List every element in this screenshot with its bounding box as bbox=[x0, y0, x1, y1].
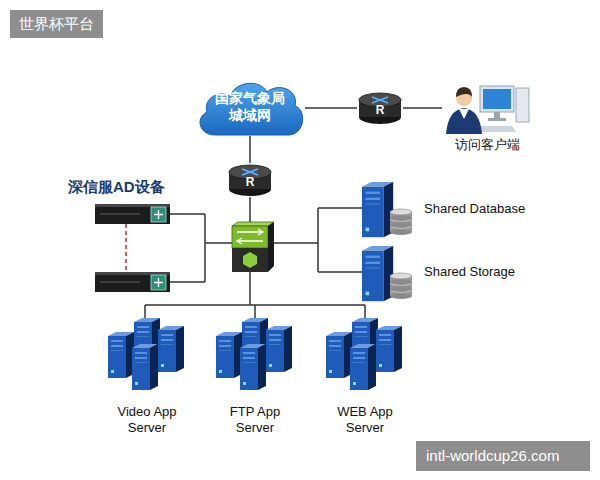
server-cluster bbox=[92, 318, 202, 398]
server-tower bbox=[266, 326, 292, 372]
wire bbox=[318, 271, 362, 273]
storage-icon bbox=[362, 182, 422, 240]
node-text: Shared Storage bbox=[424, 264, 540, 280]
switch-top bbox=[232, 222, 274, 226]
client-icon bbox=[442, 80, 532, 136]
node-text: Shared Database bbox=[424, 201, 540, 217]
cloud-outline bbox=[200, 83, 303, 135]
server-tower bbox=[362, 182, 393, 237]
server-tower bbox=[240, 344, 266, 390]
switch-front bbox=[232, 226, 268, 248]
node-text: 国家气象局 城域网 bbox=[212, 90, 288, 124]
watermark: 世界杯平台 bbox=[10, 10, 103, 38]
node-text: WEB App Server bbox=[325, 404, 405, 436]
disk-stack bbox=[390, 273, 412, 299]
server-tower bbox=[326, 332, 352, 378]
wire bbox=[204, 214, 206, 282]
node-text: R bbox=[357, 103, 403, 117]
node-text: Video App Server bbox=[107, 404, 187, 436]
server-cluster-node: FTP App Server bbox=[200, 318, 310, 440]
wire bbox=[170, 213, 205, 215]
ad-device bbox=[95, 204, 170, 224]
wire bbox=[268, 242, 318, 244]
server-tower bbox=[108, 332, 134, 378]
watermark: intl-worldcup26.com bbox=[416, 441, 590, 471]
server-tower bbox=[350, 344, 376, 390]
switch-symbol bbox=[232, 222, 274, 272]
server-cluster-node: WEB App Server bbox=[310, 318, 420, 440]
wire-group bbox=[145, 197, 365, 325]
disk-stack bbox=[390, 209, 412, 235]
wire bbox=[170, 281, 205, 283]
switch-side bbox=[268, 222, 274, 272]
wire bbox=[249, 272, 251, 305]
server-cluster-node: Video App Server bbox=[92, 318, 202, 440]
node-text: 深信服AD设备 bbox=[68, 178, 198, 196]
router-node: R bbox=[357, 91, 403, 125]
database-node: Shared Database bbox=[362, 182, 542, 240]
switch-base bbox=[232, 248, 268, 272]
node-text: R bbox=[227, 175, 273, 189]
ad-devices bbox=[68, 176, 198, 304]
network-link bbox=[403, 107, 442, 109]
server-tower bbox=[362, 246, 393, 301]
wire bbox=[318, 207, 362, 209]
client-node: 访问客户端 bbox=[442, 80, 532, 154]
network-link bbox=[305, 107, 357, 109]
server-tower bbox=[376, 326, 402, 372]
network-link bbox=[249, 136, 251, 163]
router-node: R bbox=[227, 163, 273, 197]
switch-arrows bbox=[237, 229, 263, 244]
wire bbox=[317, 208, 319, 272]
cloud-node: 国家气象局 城域网 bbox=[195, 78, 305, 136]
node-text: FTP App Server bbox=[215, 404, 295, 436]
server-cluster bbox=[200, 318, 310, 398]
storage-node: Shared Storage bbox=[362, 246, 542, 304]
ad-device bbox=[95, 272, 170, 292]
server-cluster bbox=[310, 318, 420, 398]
storage-icon bbox=[362, 246, 422, 304]
wire bbox=[205, 242, 232, 244]
ad-device-group: 深信服AD设备 bbox=[68, 176, 198, 304]
node-text: 访问客户端 bbox=[442, 137, 532, 153]
server-tower bbox=[158, 326, 184, 372]
server-tower bbox=[216, 332, 242, 378]
switch-hex bbox=[243, 252, 257, 268]
server-tower bbox=[132, 344, 158, 390]
